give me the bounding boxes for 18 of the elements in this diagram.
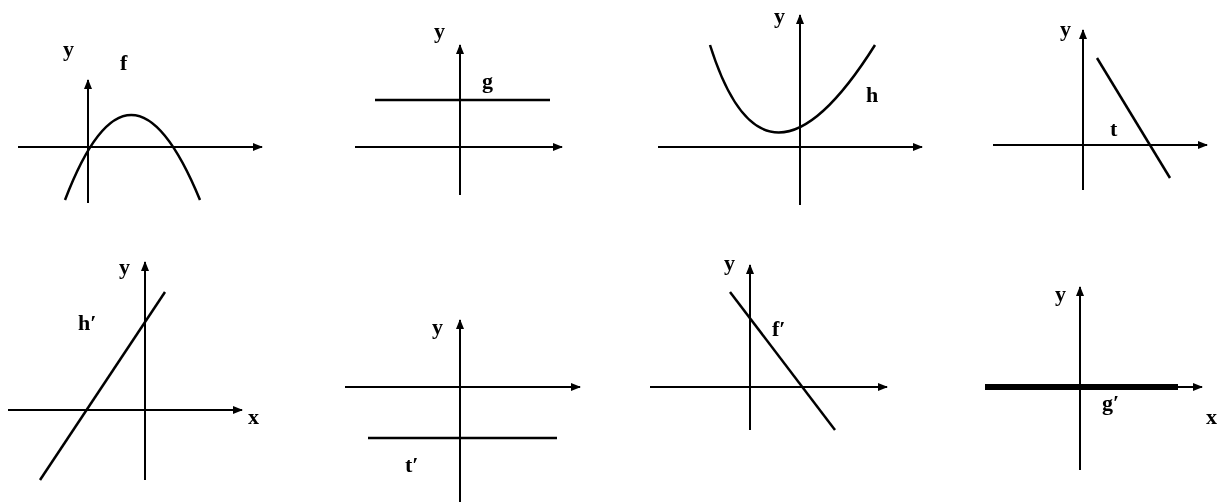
axis-label: y xyxy=(774,5,785,27)
axis-label: y xyxy=(1060,18,1071,40)
function-label: t xyxy=(1110,118,1118,140)
axis-label: y xyxy=(724,252,735,274)
function-label: t′ xyxy=(405,454,419,476)
axis-label: x xyxy=(1206,406,1217,428)
axis-label: y xyxy=(434,20,445,42)
function-label: f xyxy=(120,52,128,74)
axis-label: x xyxy=(248,406,259,428)
function-label: f′ xyxy=(772,318,786,340)
axis-label: y xyxy=(1055,283,1066,305)
function-label: h xyxy=(866,84,879,106)
function-label: g′ xyxy=(1102,392,1120,414)
function-label: g xyxy=(482,70,493,92)
function-label: h′ xyxy=(78,312,97,334)
axis-label: y xyxy=(432,316,443,338)
axis-label: y xyxy=(119,256,130,278)
axis-label: y xyxy=(63,38,74,60)
